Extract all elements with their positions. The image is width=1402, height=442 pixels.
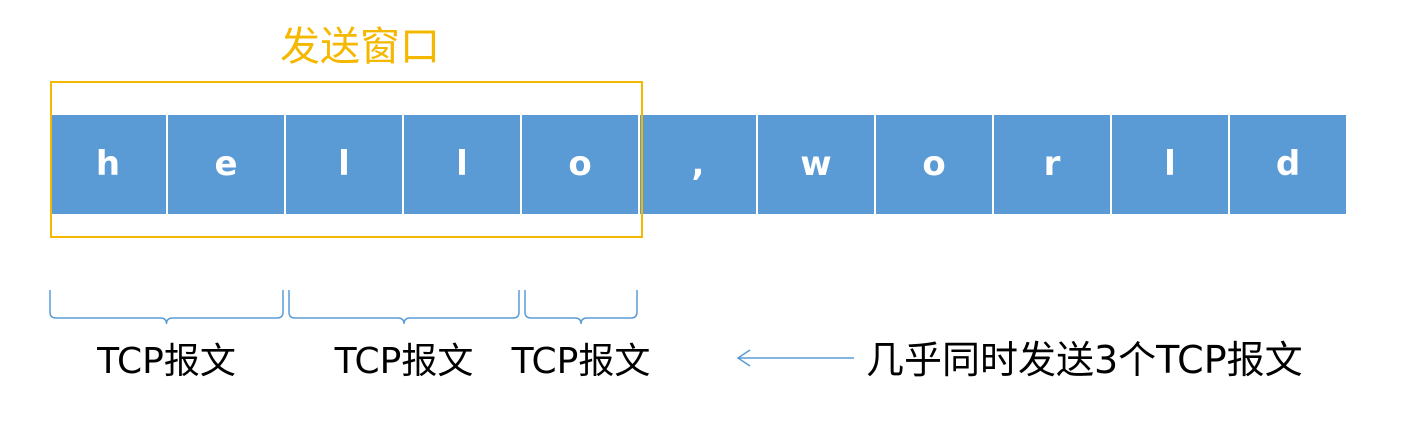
byte-cell: l — [1112, 115, 1228, 214]
segment-brace — [288, 290, 520, 325]
segment-label: TCP报文 — [97, 341, 236, 382]
byte-cell: h — [50, 115, 166, 214]
byte-cell: o — [876, 115, 992, 214]
segment-label: TCP报文 — [511, 341, 651, 382]
segment-label: TCP报文 — [334, 341, 474, 382]
byte-cell: d — [1230, 115, 1346, 214]
byte-cell: r — [994, 115, 1110, 214]
byte-cell: , — [640, 115, 756, 214]
send-window-title: 发送窗口 — [280, 24, 440, 70]
segment-brace — [524, 290, 638, 325]
byte-cell: l — [404, 115, 520, 214]
simultaneous-send-note: 几乎同时发送3个TCP报文 — [866, 338, 1303, 382]
byte-cell: l — [286, 115, 402, 214]
send-window-frame — [50, 81, 643, 238]
arrow-head-icon — [736, 349, 751, 367]
byte-cell: w — [758, 115, 874, 214]
segment-brace — [49, 290, 284, 325]
byte-cell: e — [168, 115, 284, 214]
byte-cell: o — [522, 115, 638, 214]
